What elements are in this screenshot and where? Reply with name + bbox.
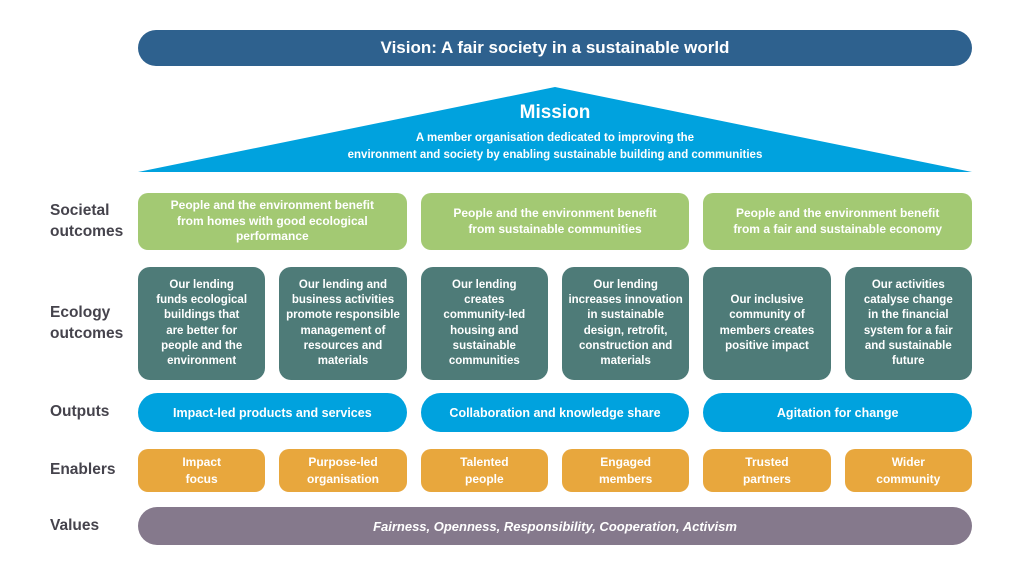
ecology-outcome-box: Our lending increases innovation in sust… [561,267,690,380]
enabler-box: Purpose-led organisation [279,449,407,492]
enablers-row: Impact focus Purpose-led organisation Ta… [138,449,972,492]
ecology-outcome-box: Our lending creates community-led housin… [420,267,548,380]
enabler-box: Talented people [420,449,548,492]
societal-outcome-box: People and the environment benefit from … [138,193,407,250]
ecology-outcome-box: Our lending and business activities prom… [279,267,407,380]
output-pill: Agitation for change [703,393,973,432]
values-bar: Fairness, Openness, Responsibility, Coop… [138,507,972,545]
ecology-outcome-box: Our inclusive community of members creat… [703,267,831,380]
enabler-box: Trusted partners [703,449,831,492]
vision-text: Vision: A fair society in a sustainable … [380,38,730,57]
mission-description: A member organisation dedicated to impro… [347,132,763,161]
societal-outcomes-row: People and the environment benefit from … [138,193,973,250]
label-societal-outcomes: Societal outcomes [50,201,124,240]
values-text: Fairness, Openness, Responsibility, Coop… [373,518,737,534]
label-ecology-outcomes: Ecology outcomes [50,303,124,342]
ecology-outcomes-row: Our lending funds ecological buildings t… [138,267,972,380]
output-pill: Collaboration and knowledge share [420,393,690,432]
label-values: Values [50,516,100,534]
mission-title: Mission [519,102,591,123]
output-pill: Impact-led products and services [138,393,407,432]
label-enablers: Enablers [50,461,116,479]
vision-banner: Vision: A fair society in a sustainable … [138,30,972,66]
outputs-row: Impact-led products and services Collabo… [138,393,973,432]
societal-outcome-box: People and the environment benefit from … [420,193,690,250]
enabler-box: Wider community [844,449,972,492]
label-outputs: Outputs [50,403,110,421]
ecology-outcome-box: Our activities catalyse change in the fi… [844,267,972,380]
ecology-outcome-box: Our lending funds ecological buildings t… [138,267,266,380]
triangle-shape [138,87,972,172]
enabler-box: Engaged members [561,449,690,492]
mission-triangle: Mission A member organisation dedicated … [138,87,972,172]
enabler-box: Impact focus [138,449,266,492]
societal-outcome-box: People and the environment benefit from … [703,193,973,250]
